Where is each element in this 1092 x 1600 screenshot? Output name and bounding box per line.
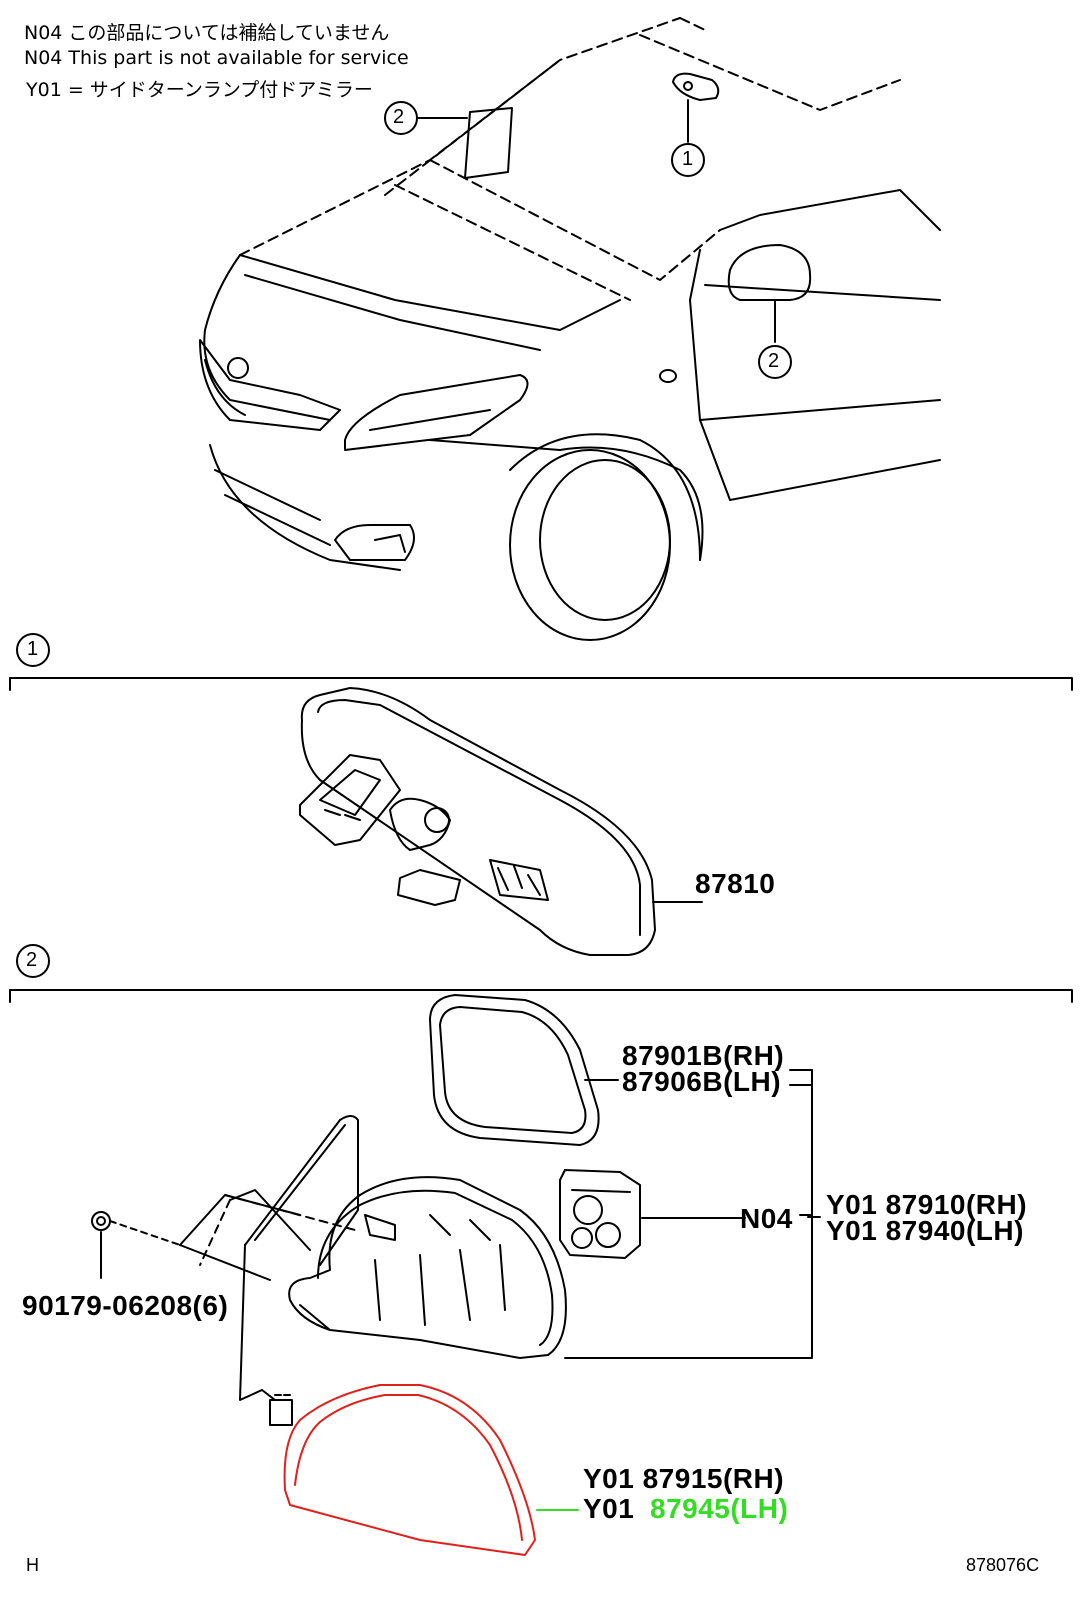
part-cover-lh-label[interactable]: 87945(LH) (650, 1493, 789, 1524)
footer-left: H (26, 1555, 39, 1575)
mirror-housing-illustration (288, 1176, 567, 1359)
note-y01: Y01 = サイドターンランプ付ドアミラー (26, 79, 373, 101)
section-one-label: 1 (27, 638, 39, 660)
callout-two-icon (758, 345, 792, 379)
part-glass-rh-label: 87901B(RH) (622, 1040, 785, 1071)
part-87810-label: 87810 (695, 868, 776, 899)
actuator-illustration (559, 1169, 641, 1259)
footer-right: 878076C (966, 1555, 1040, 1575)
section-one-icon (16, 633, 50, 667)
screw-illustration (91, 1211, 181, 1279)
section-two-bracket (9, 989, 1073, 1003)
car-illustration (199, 17, 941, 641)
note-n04-jp: N04 この部品については補給していません (24, 22, 390, 44)
section-two-icon (16, 944, 50, 978)
mirror-base-illustration (179, 1115, 359, 1426)
callout-two-label: 2 (768, 350, 780, 372)
callout-one-icon (671, 143, 705, 177)
callout-one-label: 1 (682, 148, 694, 170)
part-cover-rh-label: Y01 87915(RH) (583, 1463, 785, 1494)
part-n04-label: N04 (740, 1203, 793, 1234)
callout-two-label: 2 (393, 106, 405, 128)
section-two-label: 2 (26, 949, 38, 971)
inner-mirror-illustration (299, 687, 703, 956)
callout-circles (16, 101, 792, 978)
part-assy-lh-label: Y01 87940(LH) (826, 1215, 1024, 1246)
section-one-bracket (9, 677, 1073, 691)
mirror-cover-illustration (283, 1384, 536, 1556)
callout-leaders (417, 99, 776, 343)
part-screw-label: 90179-06208(6) (22, 1290, 229, 1321)
note-n04-en: N04 This part is not available for servi… (24, 47, 409, 69)
callout-two-icon (384, 101, 418, 135)
part-assy-rh-label: Y01 87910(RH) (826, 1189, 1028, 1220)
part-glass-lh-label: 87906B(LH) (622, 1066, 782, 1097)
mirror-glass-illustration (429, 994, 600, 1146)
part-cover-lh-prefix: Y01 (583, 1493, 635, 1524)
